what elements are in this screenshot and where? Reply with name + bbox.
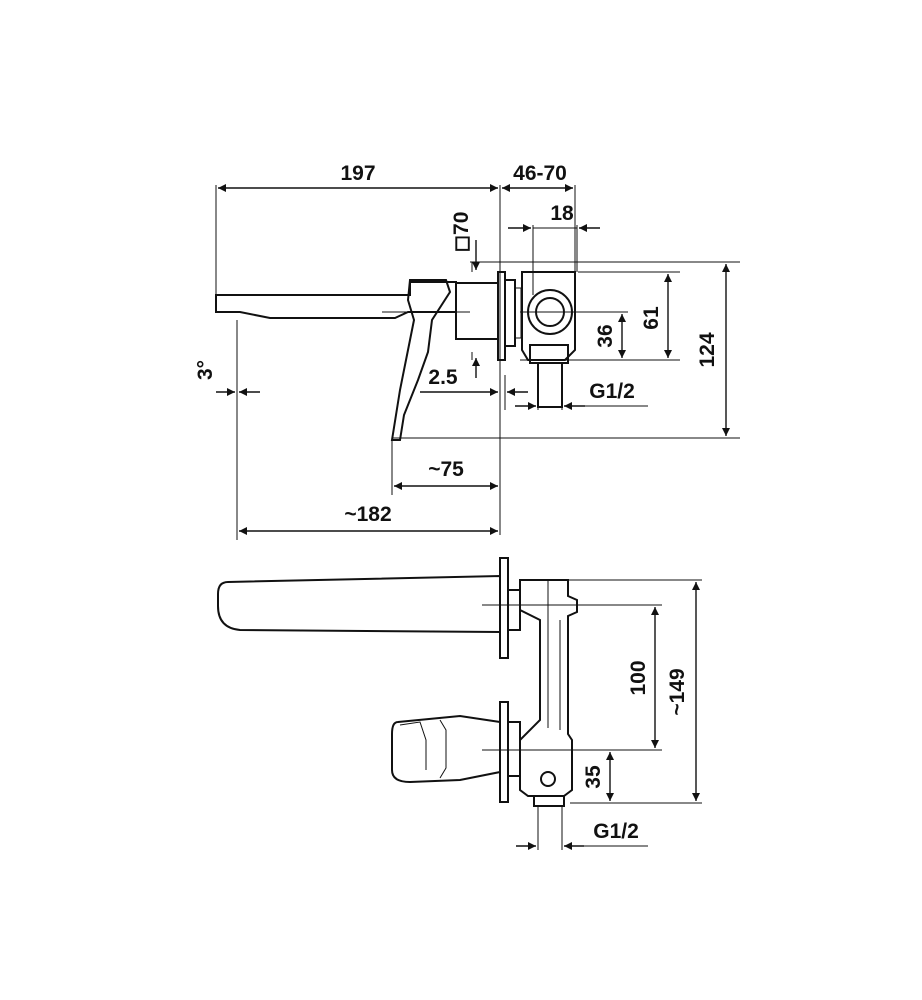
- thread-side: [537, 362, 563, 408]
- dim-rosette: ◻70: [450, 212, 473, 253]
- dim-angle: 3°: [194, 360, 217, 380]
- lever-top: [391, 714, 501, 784]
- wall-plate-top-upper: [499, 557, 509, 659]
- spout-side: [215, 281, 457, 319]
- ring-top-upper: [507, 589, 521, 631]
- dim-height-61: 61: [640, 306, 663, 330]
- ring-top-lower: [507, 721, 521, 777]
- spout-top: [217, 574, 501, 634]
- ring-side: [504, 279, 516, 347]
- dim-height-124: 124: [696, 332, 719, 367]
- dim-thread-top: G1/2: [593, 820, 639, 843]
- dim-lever: ~75: [428, 458, 464, 481]
- dim-total: ~149: [666, 668, 689, 715]
- valve-mark: [540, 771, 556, 787]
- dim-spacing: 100: [627, 660, 650, 695]
- dim-wall-range: 46-70: [513, 162, 567, 185]
- dim-height-36: 36: [594, 324, 617, 347]
- wall-plate-side: [497, 271, 506, 361]
- dim-body-width: 18: [550, 202, 574, 225]
- top-view: 100 ~149 35 G1/2: [217, 557, 702, 850]
- thread-top: [533, 795, 565, 807]
- dim-bottom: 35: [582, 765, 605, 789]
- side-view: 197 46-70 18 ◻70 61 36 124 3° 2.5 G1/2: [194, 162, 740, 540]
- dim-thread-side: G1/2: [589, 380, 635, 403]
- dim-2-5: 2.5: [428, 366, 458, 389]
- lever-side: [390, 279, 452, 441]
- dim-spout-length: 197: [340, 162, 375, 185]
- dim-projection: ~182: [344, 503, 391, 526]
- wall-plate-top-lower: [499, 701, 509, 803]
- rosette-side: [455, 282, 499, 340]
- body-top: [519, 579, 578, 797]
